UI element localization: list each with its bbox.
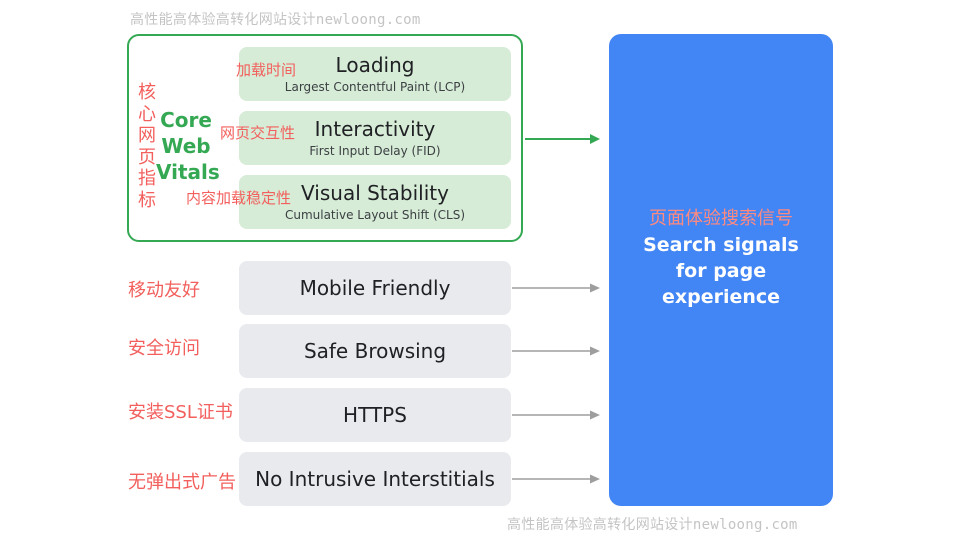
cn-char: 心 xyxy=(138,103,156,125)
metric-title: Interactivity xyxy=(314,117,436,141)
signal-label: HTTPS xyxy=(343,403,407,427)
core-web-vitals-label: Core Web Vitals xyxy=(156,107,220,185)
cn-char: 指 xyxy=(138,168,156,189)
arrow-mobile-friendly-head xyxy=(590,283,600,293)
metric-visual-stability-cn: 内容加载稳定性 xyxy=(186,189,292,207)
metric-interactivity: Interactivity First Input Delay (FID) xyxy=(239,111,511,165)
metric-visual-stability: Visual Stability Cumulative Layout Shift… xyxy=(239,175,511,229)
metric-subtitle: Cumulative Layout Shift (CLS) xyxy=(284,208,466,222)
signal-label: Mobile Friendly xyxy=(299,276,451,300)
cn-char: 页 xyxy=(138,146,156,168)
search-signals-line: experience xyxy=(661,286,781,308)
watermark-top: 高性能高体验高转化网站设计newloong.com xyxy=(130,12,421,28)
search-signals-cn: 页面体验搜索信号 xyxy=(649,208,793,229)
arrow-safe-browsing-head xyxy=(590,346,600,356)
web-word: Web xyxy=(161,134,211,158)
metric-subtitle: Largest Contentful Paint (LCP) xyxy=(284,80,466,94)
signal-mobile-friendly: Mobile Friendly xyxy=(239,261,511,315)
cn-char: 网 xyxy=(138,125,156,146)
cn-char: 核 xyxy=(138,82,156,103)
signal-no-intrusive-interstitials-cn: 无弹出式广告 xyxy=(128,472,236,493)
search-signals-line: Search signals xyxy=(643,234,799,256)
signal-https-cn: 安装SSL证书 xyxy=(128,402,233,423)
arrow-https-head xyxy=(590,410,600,420)
signal-label: Safe Browsing xyxy=(303,339,447,363)
signal-mobile-friendly-cn: 移动友好 xyxy=(128,280,200,301)
signal-label: No Intrusive Interstitials xyxy=(255,467,495,491)
watermark-bottom: 高性能高体验高转化网站设计newloong.com xyxy=(507,517,798,533)
arrow-no-intrusive-interstitials-head xyxy=(590,474,600,484)
metric-loading-cn: 加载时间 xyxy=(236,61,297,79)
core-web-vitals-cn-label: 核 心 网 页 指 标 xyxy=(137,82,157,211)
search-signals-line: for page xyxy=(675,260,767,282)
search-signals-box: 页面体验搜索信号 Search signals for page experie… xyxy=(609,34,833,506)
cn-char: 标 xyxy=(138,189,156,211)
signal-https: HTTPS xyxy=(239,388,511,442)
search-signals-en: Search signals for page experience xyxy=(609,232,833,310)
arrow-core-web-vitals-head xyxy=(590,134,600,144)
metric-title: Visual Stability xyxy=(301,181,449,205)
core-word: Core xyxy=(160,108,212,132)
metric-loading: Loading Largest Contentful Paint (LCP) xyxy=(239,47,511,101)
core-web-vitals-frame xyxy=(127,34,523,242)
vitals-word: Vitals xyxy=(156,160,220,184)
signal-safe-browsing-cn: 安全访问 xyxy=(128,338,200,359)
metric-title: Loading xyxy=(335,53,415,77)
signal-safe-browsing: Safe Browsing xyxy=(239,324,511,378)
metric-subtitle: First Input Delay (FID) xyxy=(309,144,441,158)
signal-no-intrusive-interstitials: No Intrusive Interstitials xyxy=(239,452,511,506)
metric-interactivity-cn: 网页交互性 xyxy=(220,124,296,142)
